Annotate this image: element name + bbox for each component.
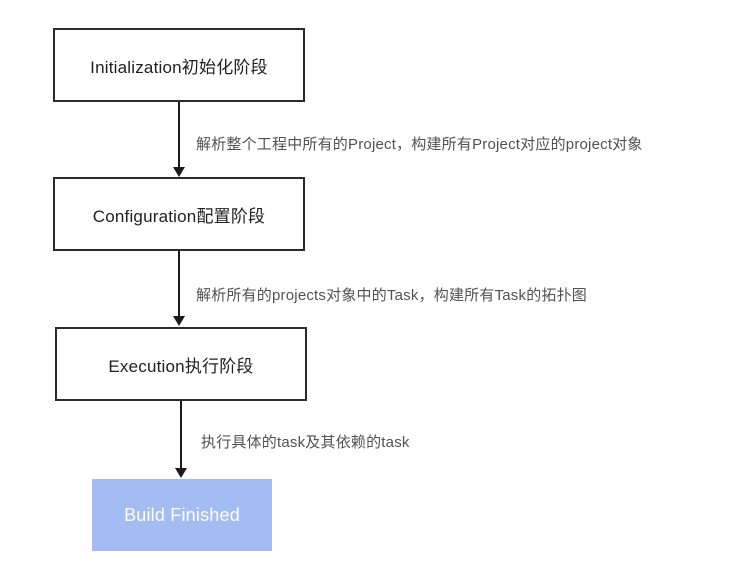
edge-label-configuration-to-execution: 解析所有的projects对象中的Task，构建所有Task的拓扑图 — [196, 287, 588, 304]
flow-node-execution: Execution执行阶段 — [55, 327, 307, 401]
arrow-down-icon — [175, 468, 187, 478]
flow-node-execution-label: Execution执行阶段 — [108, 356, 254, 376]
edge-label-initialization-to-configuration: 解析整个工程中所有的Project，构建所有Project对应的project对… — [196, 136, 643, 153]
flow-node-initialization-label: Initialization初始化阶段 — [90, 57, 268, 77]
flow-node-configuration-label: Configuration配置阶段 — [92, 206, 266, 226]
arrow-down-icon — [173, 316, 185, 326]
flow-node-build-finished-label: Build Finished — [124, 504, 240, 525]
arrow-down-icon — [173, 167, 185, 177]
edge-line-3 — [180, 401, 182, 468]
edge-line-2 — [178, 251, 180, 316]
edge-line-1 — [178, 102, 180, 167]
flow-node-build-finished: Build Finished — [92, 479, 272, 551]
flow-node-configuration: Configuration配置阶段 — [53, 177, 305, 251]
edge-label-execution-to-build-finished: 执行具体的task及其依赖的task — [201, 434, 410, 451]
flow-node-initialization: Initialization初始化阶段 — [53, 28, 305, 102]
